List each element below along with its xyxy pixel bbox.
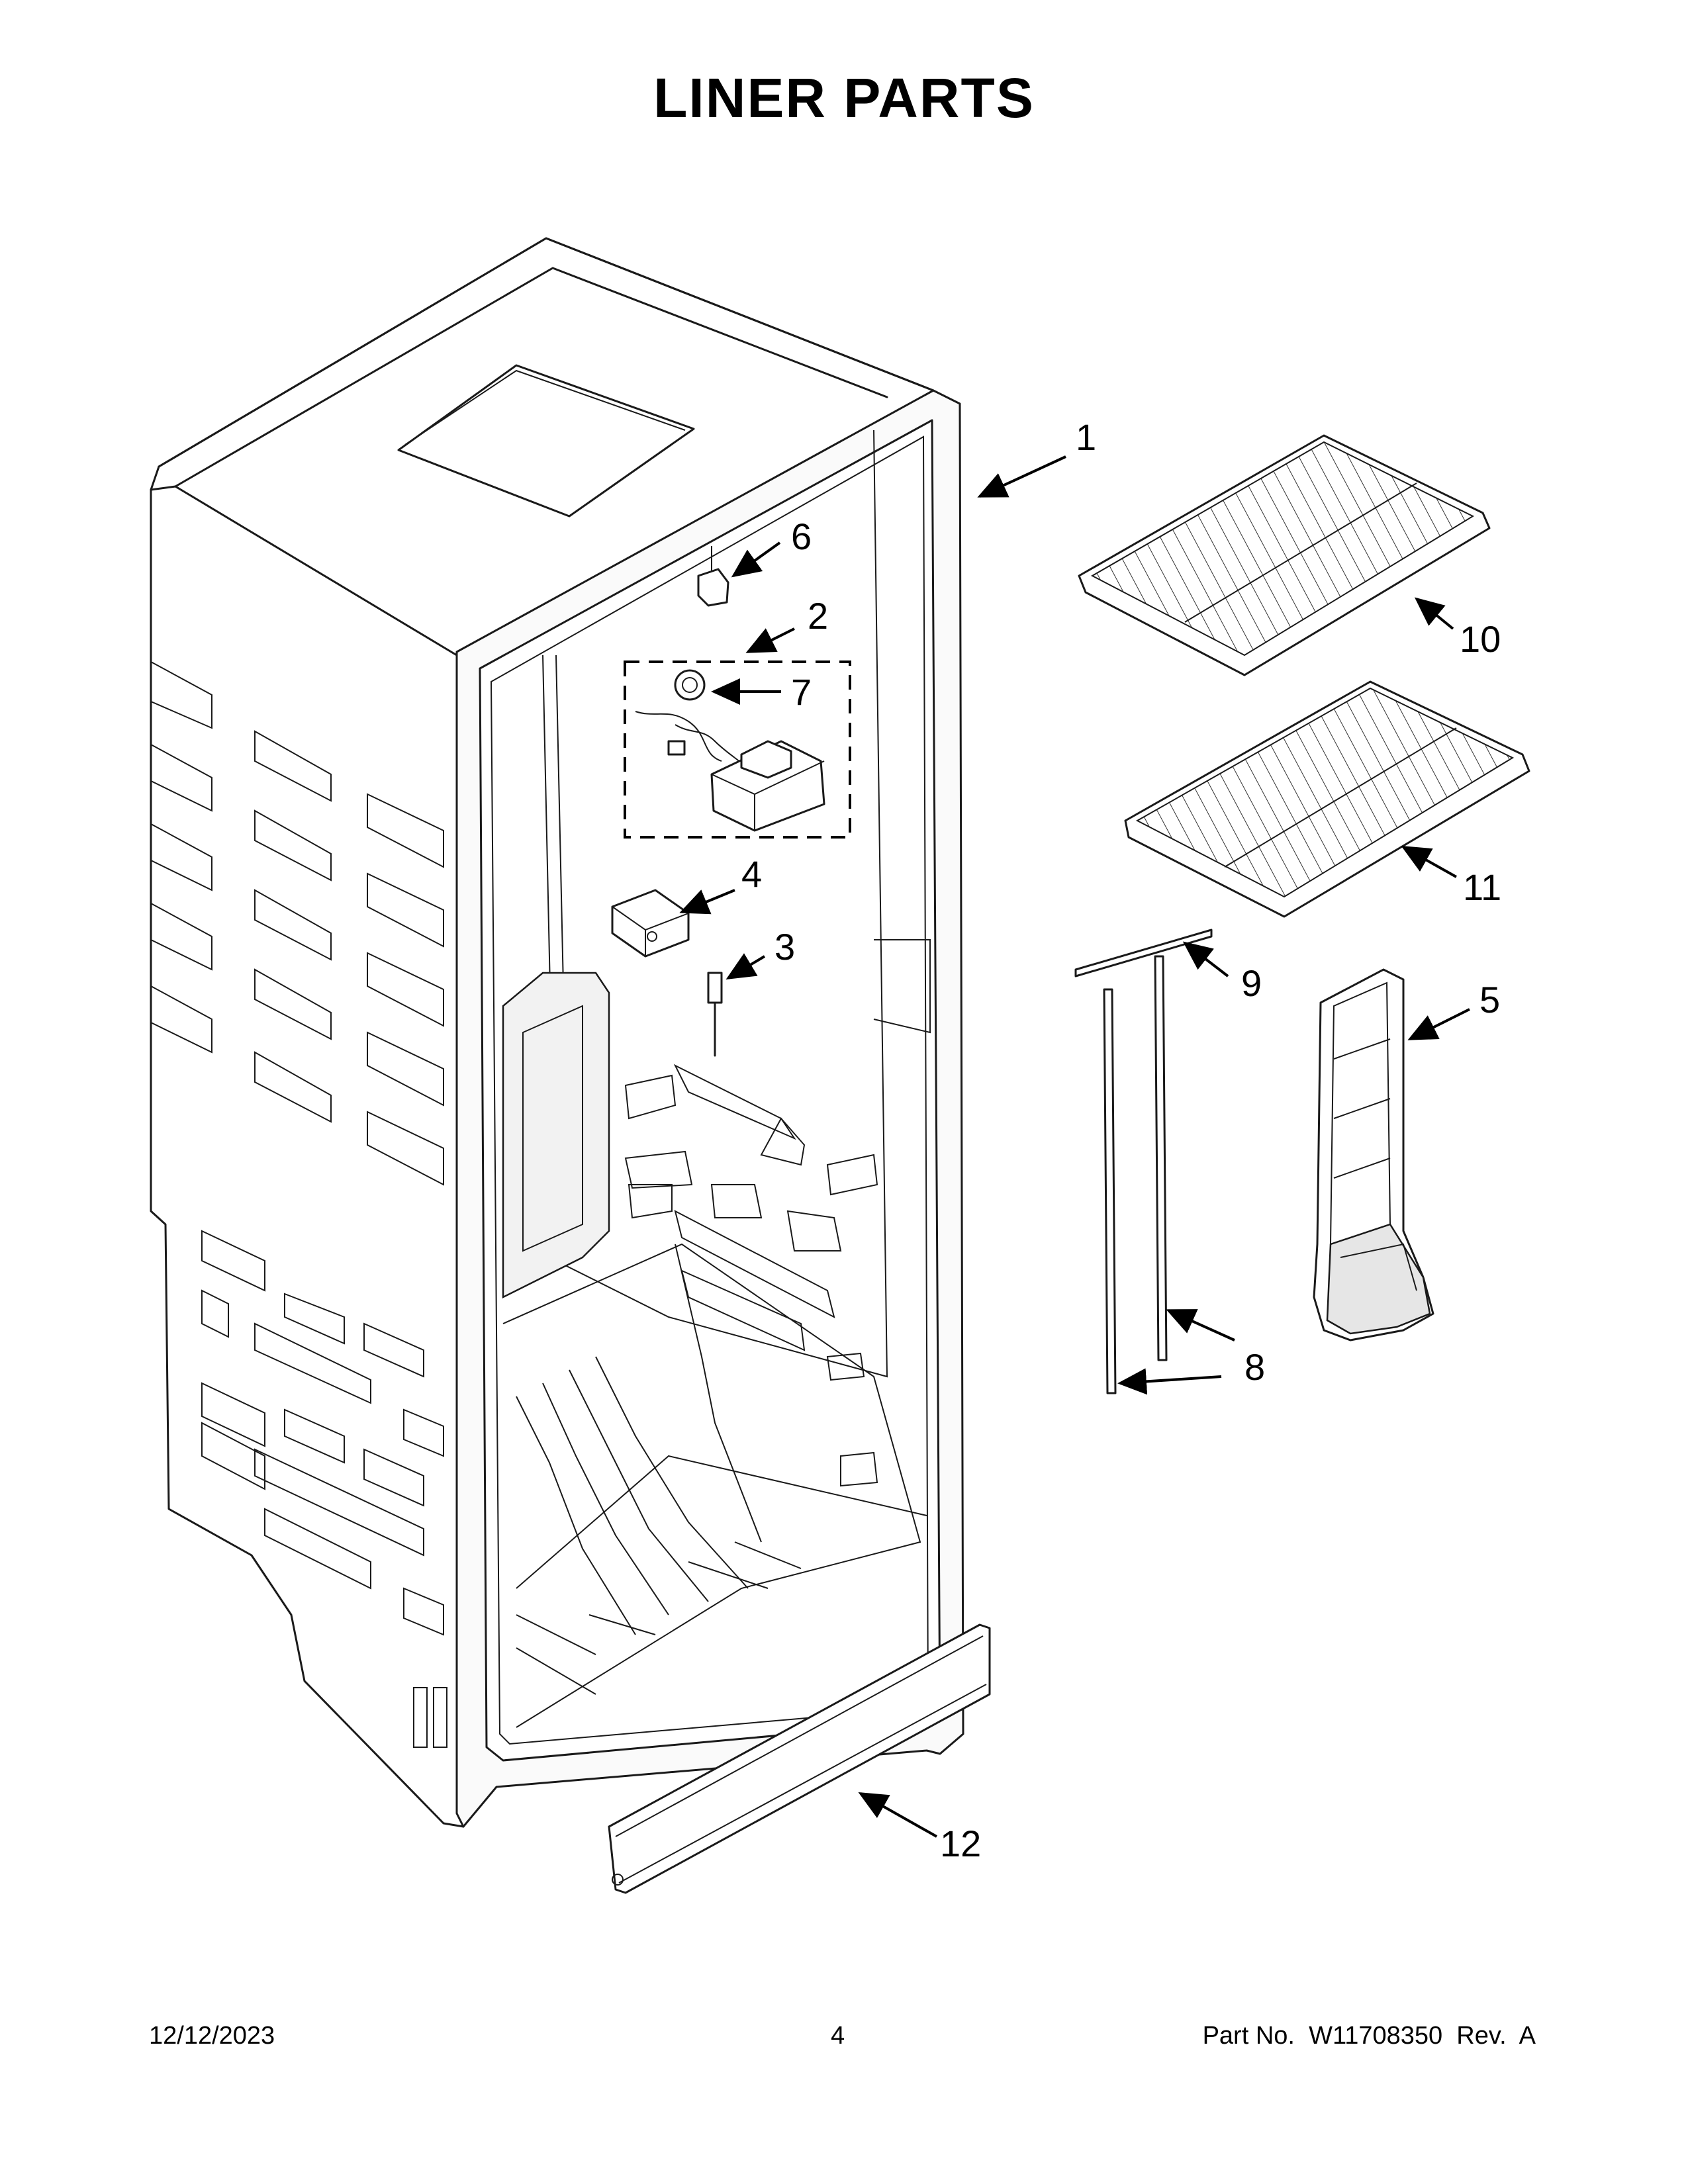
trim-part-12 <box>608 1623 991 1894</box>
callout-3: 3 <box>774 926 795 968</box>
callout-4: 4 <box>741 853 762 895</box>
trim-part-9 <box>1074 929 1213 978</box>
control-assembly-part-2 <box>624 660 851 839</box>
duct-cover-part-5 <box>1313 968 1434 1342</box>
callout-8: 8 <box>1244 1346 1265 1388</box>
liner-assembly <box>150 237 964 1828</box>
footer-part-number: Part No. W11708350 Rev. A <box>1202 2022 1536 2050</box>
callout-1: 1 <box>1076 416 1096 458</box>
footer-page-number: 4 <box>831 2022 845 2050</box>
leader-lines <box>679 455 1470 1838</box>
footer-date: 12/12/2023 <box>149 2022 275 2050</box>
shelf-part-11 <box>1124 680 1530 918</box>
callout-2: 2 <box>808 595 828 637</box>
sensor-part-3 <box>707 972 723 1057</box>
callout-6: 6 <box>791 516 812 557</box>
callout-11: 11 <box>1463 866 1501 908</box>
callout-9: 9 <box>1241 962 1262 1004</box>
page-title: LINER PARTS <box>653 67 1035 129</box>
callout-labels: 1 2 3 4 5 6 7 8 9 10 11 12 <box>741 416 1501 1864</box>
callout-10: 10 <box>1460 618 1501 660</box>
bracket-part-4 <box>611 889 690 958</box>
shelf-part-10 <box>1078 434 1491 676</box>
clip-part-6 <box>697 546 729 607</box>
callout-7: 7 <box>791 671 812 713</box>
callout-12: 12 <box>940 1823 981 1864</box>
trim-part-8 <box>1103 955 1168 1394</box>
callout-5: 5 <box>1479 979 1500 1021</box>
